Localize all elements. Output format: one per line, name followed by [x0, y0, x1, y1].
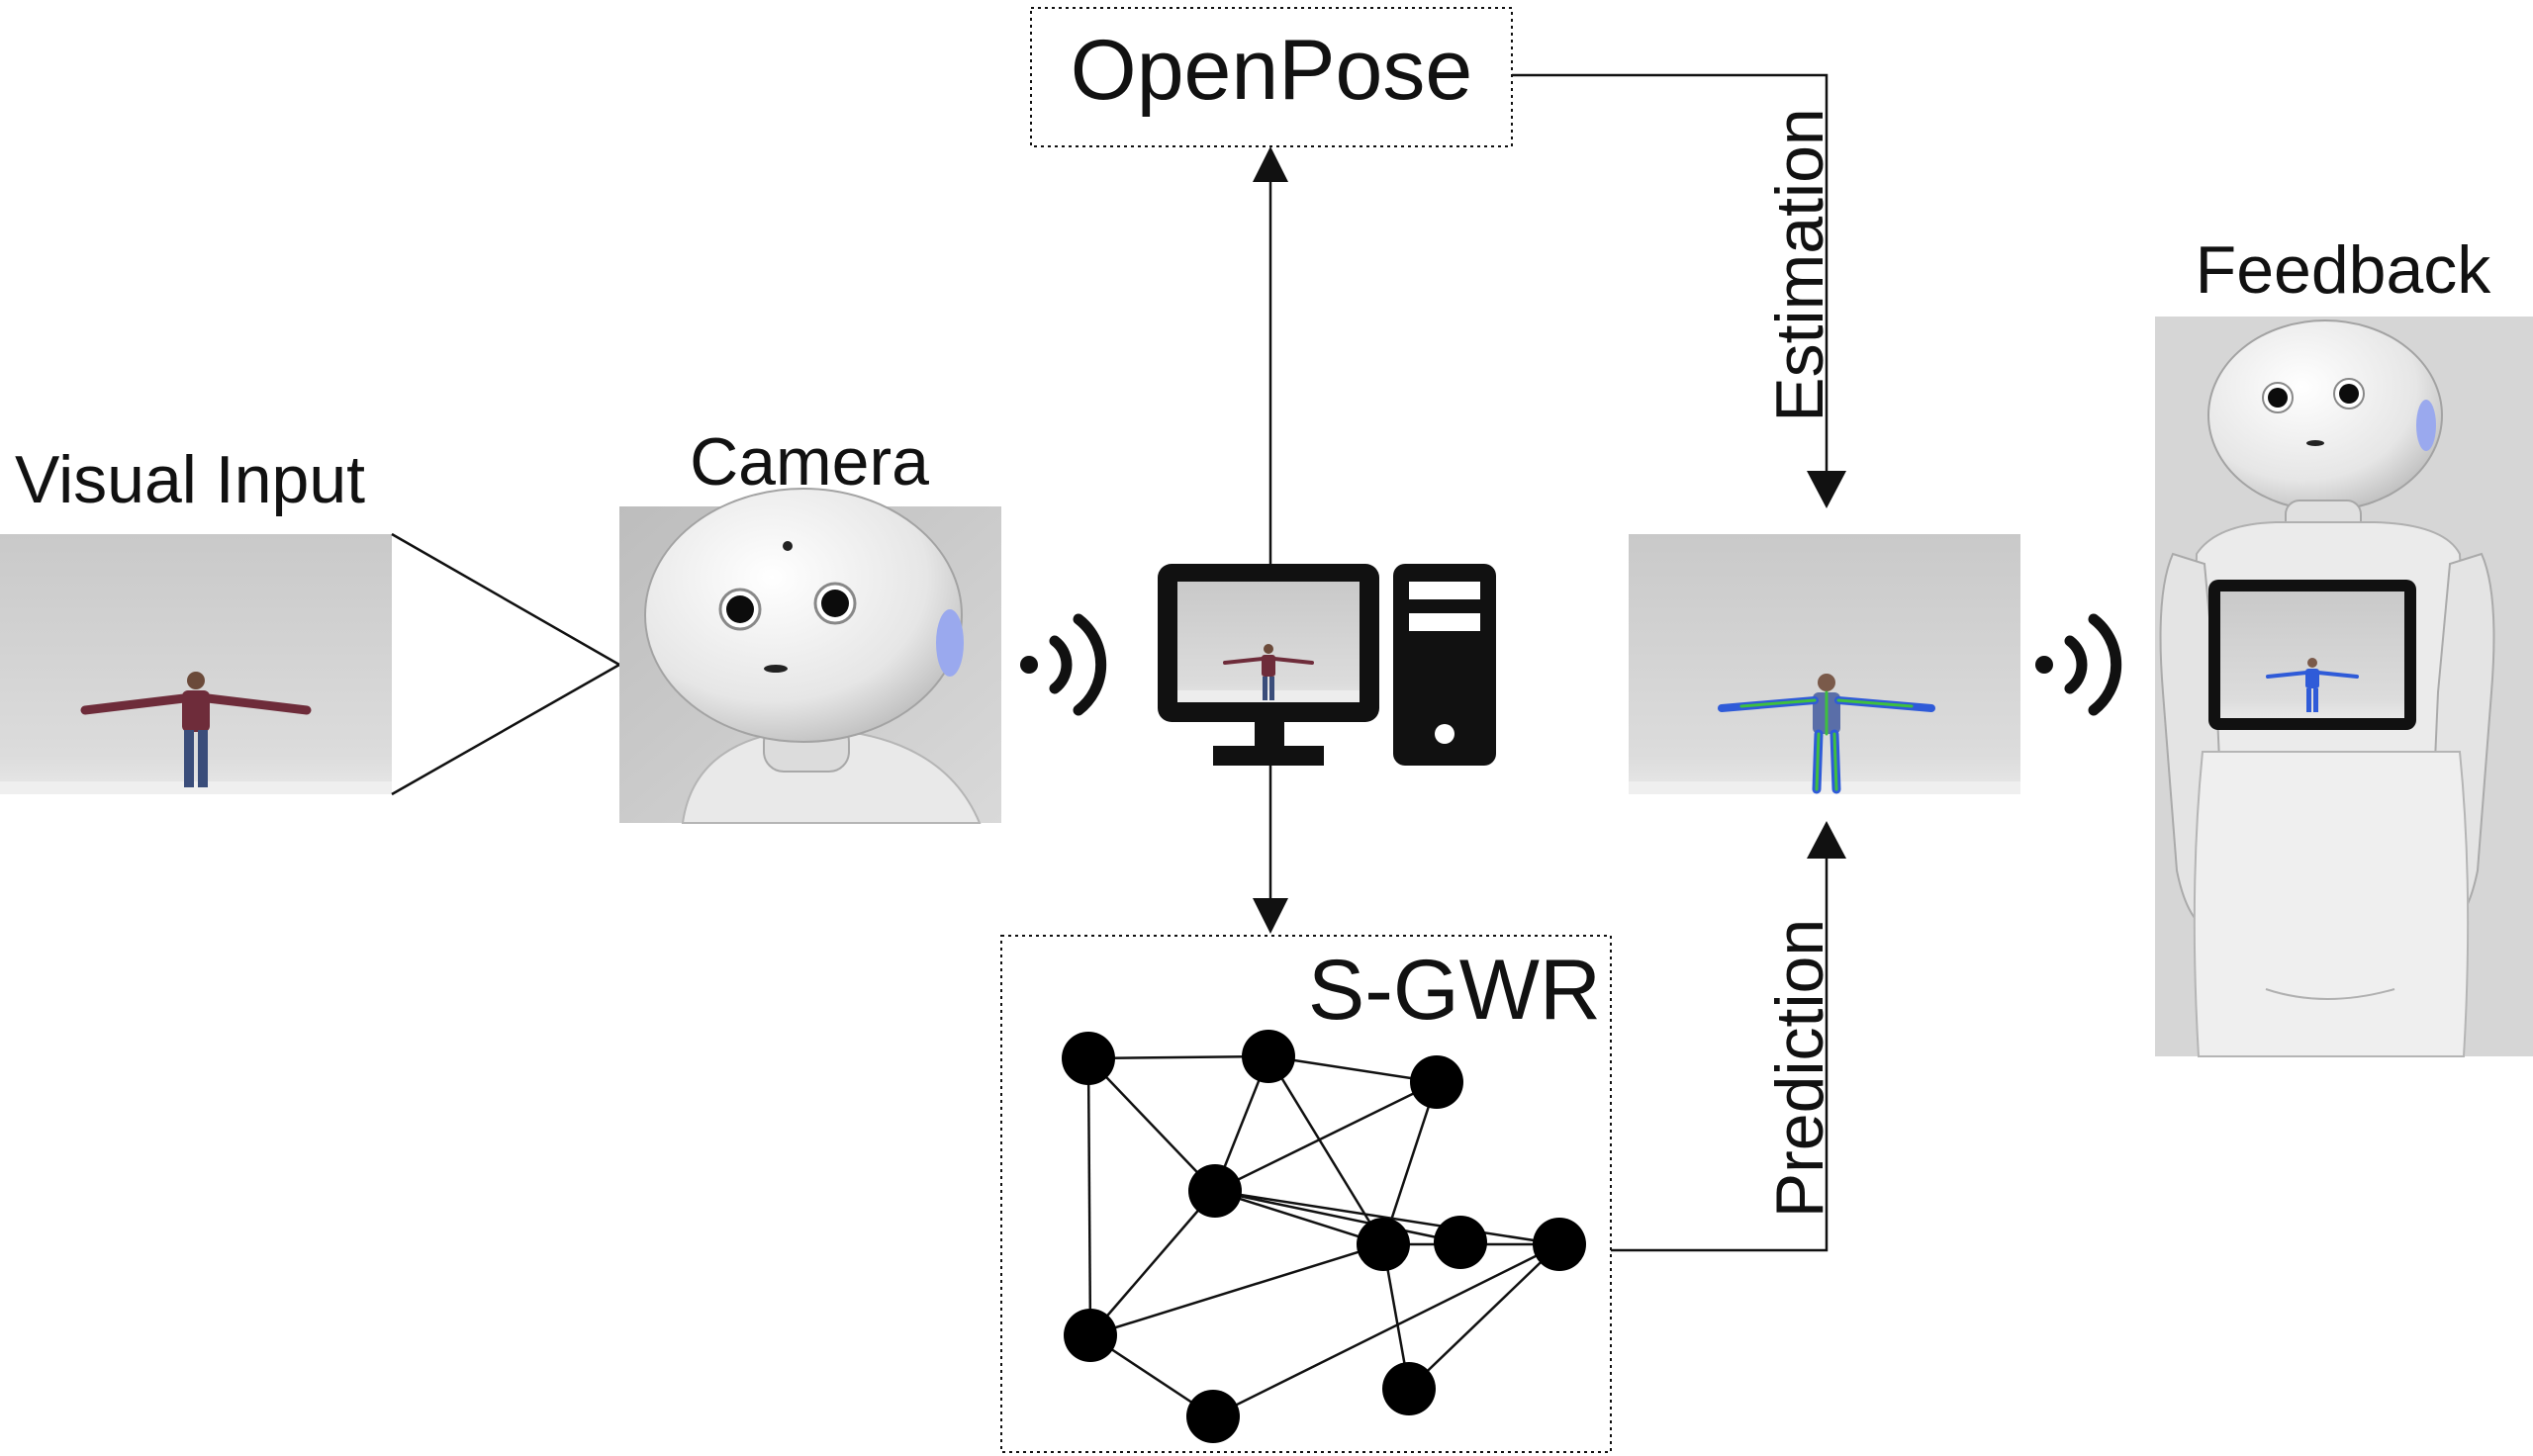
network-node — [1062, 1032, 1115, 1085]
network-edge — [1214, 1080, 1438, 1193]
computer-to-sgwr-arrow — [1253, 766, 1288, 934]
visual-to-camera-connector — [391, 532, 620, 796]
feedback-image — [2155, 317, 2533, 1057]
person-figure — [80, 672, 312, 787]
network-node — [1410, 1055, 1463, 1109]
pose-estimation-image — [1629, 534, 2020, 794]
network-edge — [1214, 1189, 1560, 1246]
estimation-label: Estimation — [1762, 108, 1837, 421]
network-node — [1186, 1390, 1240, 1443]
network-node — [1064, 1309, 1117, 1362]
prediction-arrow — [1611, 821, 1846, 1252]
camera-label: Camera — [690, 424, 929, 500]
network-node — [1533, 1218, 1586, 1271]
computer-monitor-icon — [1158, 564, 1379, 766]
network-node — [1382, 1362, 1436, 1415]
estimation-arrow — [1512, 73, 1846, 508]
sgwr-box: S-GWR — [1000, 935, 1612, 1453]
network-edge — [1214, 1189, 1461, 1244]
sgwr-label: S-GWR — [1308, 943, 1601, 1038]
network-node — [1242, 1030, 1295, 1083]
network-edge — [1266, 1055, 1385, 1245]
network-edge — [1212, 1242, 1560, 1418]
person-figure-monitor — [1223, 644, 1314, 700]
network-edge — [1087, 1054, 1269, 1060]
visual-input-label: Visual Input — [15, 442, 365, 517]
feedback-label: Feedback — [2196, 232, 2492, 308]
network-edge — [1086, 1057, 1092, 1336]
computer-to-openpose-arrow — [1253, 146, 1288, 564]
wireless-signal-icon-right — [2035, 613, 2122, 716]
skeleton-figure-tablet — [2266, 658, 2359, 712]
computer-tower-icon — [1393, 564, 1496, 766]
openpose-box: OpenPose — [1030, 7, 1513, 147]
network-node — [1434, 1216, 1487, 1269]
network-edge — [1408, 1243, 1560, 1390]
network-edge — [1267, 1054, 1438, 1084]
network-node — [1188, 1164, 1242, 1218]
visual-input-image — [0, 534, 392, 794]
network-edge — [1089, 1190, 1216, 1336]
network-edge — [1214, 1189, 1384, 1246]
camera-image — [619, 488, 1001, 824]
wireless-signal-icon — [1020, 613, 1107, 716]
network-edge — [1087, 1057, 1216, 1192]
network-edge — [1089, 1242, 1384, 1337]
neural-gas-network — [1062, 1030, 1586, 1443]
network-node — [1357, 1218, 1410, 1271]
prediction-label: Prediction — [1762, 919, 1837, 1218]
skeleton-figure — [1718, 674, 1935, 794]
openpose-label: OpenPose — [1071, 23, 1472, 118]
